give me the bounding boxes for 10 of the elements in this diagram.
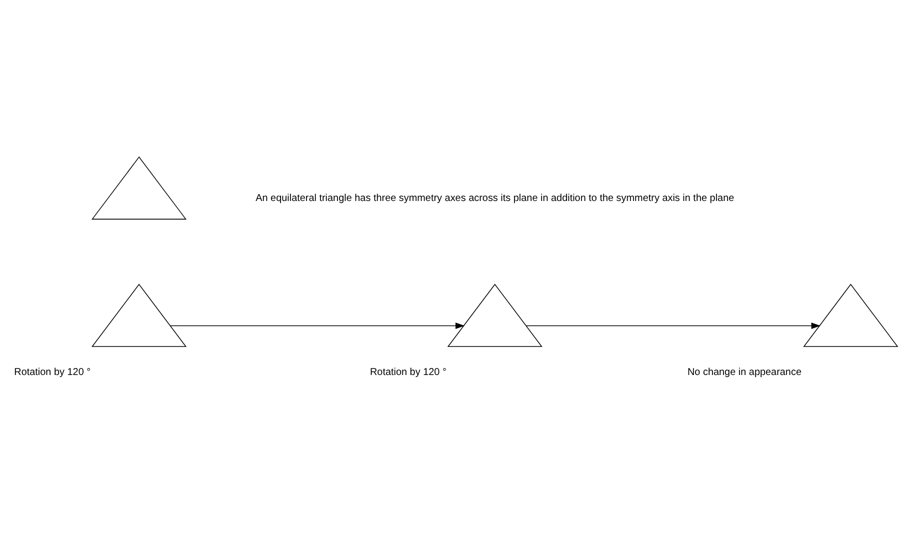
arrow: [170, 322, 465, 329]
node-triangle: [447, 284, 542, 347]
arrow: [526, 322, 821, 329]
node-label: No change in appearance: [688, 367, 802, 378]
node-label: Rotation by 120 °: [14, 367, 91, 378]
node-triangle: [92, 156, 187, 220]
node-label: Rotation by 120 °: [370, 367, 446, 378]
label: An equilateral triangle has three symmetry axes across its plane in addition to the symmetry axis in the plane: [256, 193, 734, 204]
node-triangle: [803, 284, 898, 347]
node-triangle: [92, 284, 187, 347]
